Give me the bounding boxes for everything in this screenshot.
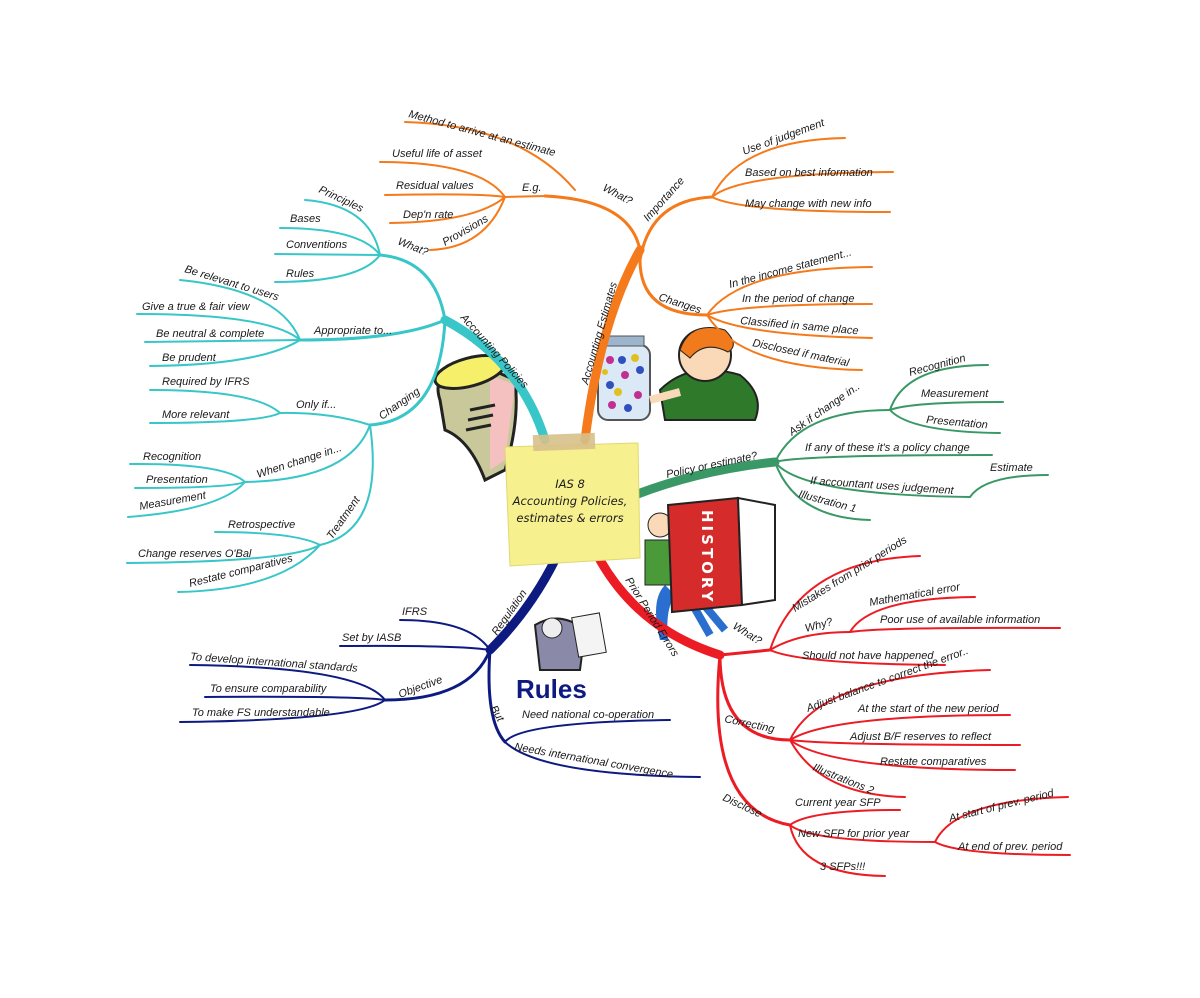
new-sfp-label: New SFP for prior year	[798, 828, 911, 840]
leaf: Use of judgement	[741, 117, 827, 158]
branch-regulation: Regulation IFRS Set by IASB Objective To…	[179, 588, 701, 781]
leaf: Presentation	[146, 474, 208, 486]
leaf: At end of prev. period	[957, 841, 1063, 853]
leaf: Give a true & fair view	[142, 301, 251, 313]
center-line2: Accounting Policies,	[512, 494, 628, 508]
leaf: Rules	[286, 268, 315, 280]
current-sfp: Current year SFP	[795, 797, 881, 809]
leaf: To make FS understandable	[192, 707, 330, 719]
leaf: Residual values	[396, 180, 474, 192]
illustration-1-link[interactable]: Illustration 1	[797, 488, 857, 515]
ifrs: IFRS	[402, 606, 428, 618]
leaf: Adjust B/F reserves to reflect	[849, 731, 992, 743]
leaf: More relevant	[162, 409, 230, 421]
leaf: Be neutral & complete	[156, 328, 264, 340]
leaf: Retrospective	[228, 519, 295, 531]
central-topic: IAS 8 Accounting Policies, estimates & e…	[504, 432, 641, 567]
leaf: At start of prev. period	[947, 787, 1056, 825]
leaf: To develop international standards	[190, 651, 359, 675]
leaf: Presentation	[926, 414, 989, 431]
leaf: Be prudent	[162, 352, 217, 364]
leaf: Measurement	[921, 388, 989, 400]
estimates-eg-label: E.g.	[522, 182, 542, 194]
leaf: To ensure comparability	[210, 683, 328, 695]
leaf: Measurement	[138, 489, 207, 513]
three-sfps: 3 SFPs!!!	[820, 861, 865, 873]
iasb: Set by IASB	[342, 632, 401, 644]
estimate-result: Estimate	[990, 462, 1033, 474]
leaf: Restate comparatives	[880, 756, 987, 768]
leaf: Required by IFRS	[162, 376, 250, 388]
policies-appropriate-label: Appropriate to...	[313, 325, 392, 337]
leaf: Conventions	[286, 239, 348, 251]
leaf: At the start of the new period	[857, 703, 1000, 715]
ask-label: Ask if change in..	[786, 381, 862, 439]
correcting-label: Correcting	[723, 713, 776, 735]
leaf: Dep'n rate	[403, 209, 453, 221]
policy-change: If any of these it's a policy change	[805, 442, 970, 454]
leaf: Bases	[290, 213, 321, 225]
leaf: May change with new info	[745, 198, 872, 210]
rules-illustration: Rules	[516, 612, 607, 704]
leaf: Recognition	[143, 451, 201, 463]
scroll-illustration	[433, 354, 518, 483]
estimates-importance-label: Importance	[641, 175, 687, 224]
leaf: Based on best information	[745, 167, 873, 179]
leaf: Recognition	[908, 352, 967, 379]
should-not: Should not have happened	[802, 650, 934, 662]
estimates-what-label: What?	[601, 182, 635, 208]
leaf: Principles	[317, 184, 366, 215]
leaf: Needs international convergence	[513, 741, 673, 781]
history-book-title: HISTORY	[698, 510, 716, 605]
jar-boy-illustration	[597, 327, 759, 421]
leaf: Mathematical error	[868, 581, 962, 609]
leaf: Change reserves O'Bal	[138, 548, 252, 560]
center-line3: estimates & errors	[516, 511, 623, 525]
policies-only-if-label: Only if...	[296, 399, 336, 411]
rules-sign: Rules	[516, 674, 587, 704]
policies-what-label: What?	[396, 236, 431, 259]
leaf: Need national co-operation	[522, 709, 654, 721]
errors-what-label: What?	[730, 620, 764, 647]
leaf: Be relevant to users	[183, 263, 281, 303]
leaf: In the period of change	[742, 293, 855, 305]
policies-when-change-label: When change in...	[255, 442, 343, 481]
center-title: IAS 8	[555, 477, 585, 491]
leaf: Useful life of asset	[392, 148, 483, 160]
history-book-illustration: HISTORY	[644, 496, 776, 640]
leaf: Poor use of available information	[880, 614, 1040, 626]
illustrations-2-link[interactable]: Illustrations 2	[811, 762, 876, 797]
